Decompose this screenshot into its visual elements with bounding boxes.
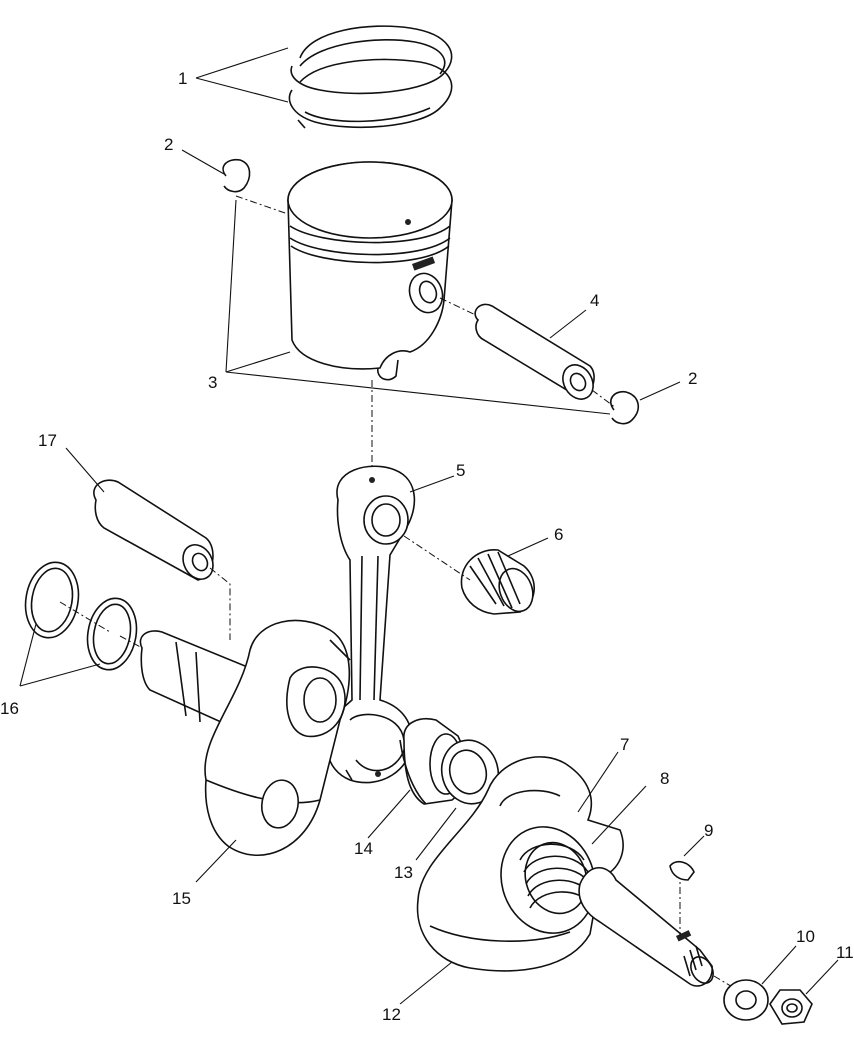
callout-14: 14 — [354, 839, 373, 858]
callout-4: 4 — [590, 291, 599, 310]
hex-nut — [769, 989, 813, 1025]
woodruff-key — [669, 860, 695, 881]
callout-8: 8 — [660, 769, 669, 788]
crankshaft-half-right — [416, 756, 714, 987]
connecting-rod — [325, 465, 416, 784]
callout-9: 9 — [704, 821, 713, 840]
piston-pin — [474, 303, 595, 400]
oil-seal — [440, 739, 500, 805]
piston — [287, 161, 453, 381]
callout-7: 7 — [620, 735, 629, 754]
callout-10: 10 — [796, 927, 815, 946]
piston-ring-lower — [288, 58, 453, 129]
leader-lines — [19, 47, 839, 1005]
thrust-washer-outer — [24, 561, 80, 639]
callout-13: 13 — [394, 863, 413, 882]
callout-12: 12 — [382, 1005, 401, 1024]
needle-bearing-small-end — [460, 549, 535, 615]
callout-3: 3 — [208, 373, 217, 392]
pin-clip-right — [610, 390, 639, 425]
crankshaft-half-left — [139, 619, 351, 856]
callout-1: 1 — [178, 69, 187, 88]
callout-16: 16 — [0, 699, 19, 718]
washer — [723, 979, 769, 1021]
callout-5: 5 — [456, 461, 465, 480]
thrust-washer-inner — [86, 597, 138, 671]
crank-pin — [93, 479, 214, 581]
callout-2-left: 2 — [164, 135, 173, 154]
callout-2-right: 2 — [688, 369, 697, 388]
callout-15: 15 — [172, 889, 191, 908]
callout-11: 11 — [836, 943, 854, 962]
callout-17: 17 — [38, 431, 57, 450]
callout-6: 6 — [554, 525, 563, 544]
pin-clip-left — [222, 158, 251, 193]
